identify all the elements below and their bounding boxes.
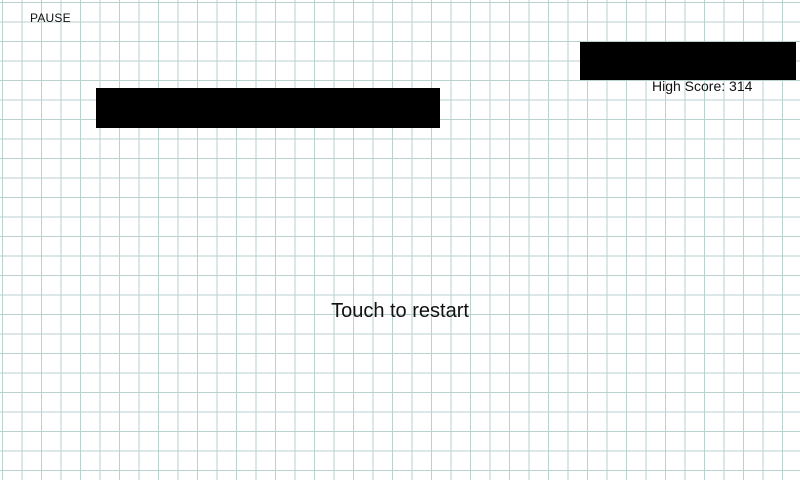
high-score-label: High Score: 314 [652, 78, 753, 94]
touch-to-restart-prompt[interactable]: Touch to restart [331, 300, 469, 322]
header-redaction-block [580, 42, 796, 80]
score-redaction-block [96, 88, 440, 128]
pause-button[interactable]: PAUSE [24, 8, 77, 28]
